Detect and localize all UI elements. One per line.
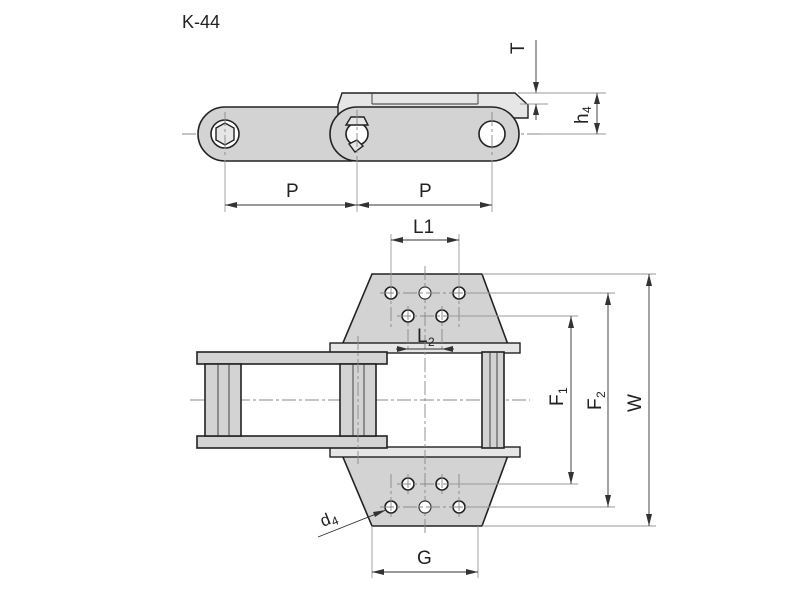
label-f2-main: F (585, 398, 606, 410)
p-arrow (225, 202, 237, 208)
w-arrow (646, 514, 652, 526)
label-l1: L1 (413, 217, 434, 238)
label-h4: h 4 (572, 106, 594, 124)
t-arrow (533, 104, 539, 115)
left-bushing (204, 363, 242, 437)
f2-arrow (605, 495, 611, 507)
label-l2-sub: 2 (428, 335, 435, 349)
label-d4-sub: 4 (329, 513, 341, 529)
label-h4-sub: 4 (580, 106, 594, 113)
side-view: P P T h 4 (182, 40, 606, 212)
label-g: G (417, 548, 432, 569)
label-w: W (625, 394, 646, 412)
label-h4-main: h (572, 113, 593, 124)
right-bushing (481, 351, 505, 449)
p-arrow (357, 202, 369, 208)
label-f2: F 2 (585, 391, 608, 410)
label-f1-main: F (547, 394, 568, 406)
f1-arrow (568, 472, 574, 484)
label-t: T (508, 42, 529, 54)
side-cotter-pin (347, 139, 365, 153)
l1-arrow (447, 237, 459, 243)
g-arrow (466, 569, 478, 575)
g-arrow (372, 569, 384, 575)
f2-arrow (605, 293, 611, 305)
label-p-left: P (286, 181, 299, 202)
label-f2-sub: 2 (594, 391, 608, 398)
plain-link-top-plate (196, 351, 388, 365)
w-arrow (646, 274, 652, 286)
p-arrow (480, 202, 492, 208)
h4-arrow (594, 93, 600, 104)
label-l2: L 2 (417, 326, 435, 349)
drawing-title: K-44 (182, 12, 220, 32)
f1-arrow (568, 316, 574, 328)
label-l2-main: L (417, 326, 428, 347)
label-f1-sub: 1 (556, 387, 570, 394)
p-arrow (345, 202, 357, 208)
label-d4: d 4 (317, 510, 341, 531)
d4-arrow (373, 510, 386, 517)
l2-arrow (442, 346, 453, 352)
plain-link-bottom-plate (196, 435, 388, 449)
label-p-right: P (419, 181, 432, 202)
side-plain-link (197, 106, 353, 162)
plan-view: L1 L 2 F 1 F 2 W (190, 217, 656, 578)
l1-arrow (391, 237, 403, 243)
l2-arrow (397, 346, 408, 352)
h4-arrow (594, 123, 600, 134)
t-arrow (533, 82, 539, 93)
label-f1: F 1 (547, 387, 570, 406)
